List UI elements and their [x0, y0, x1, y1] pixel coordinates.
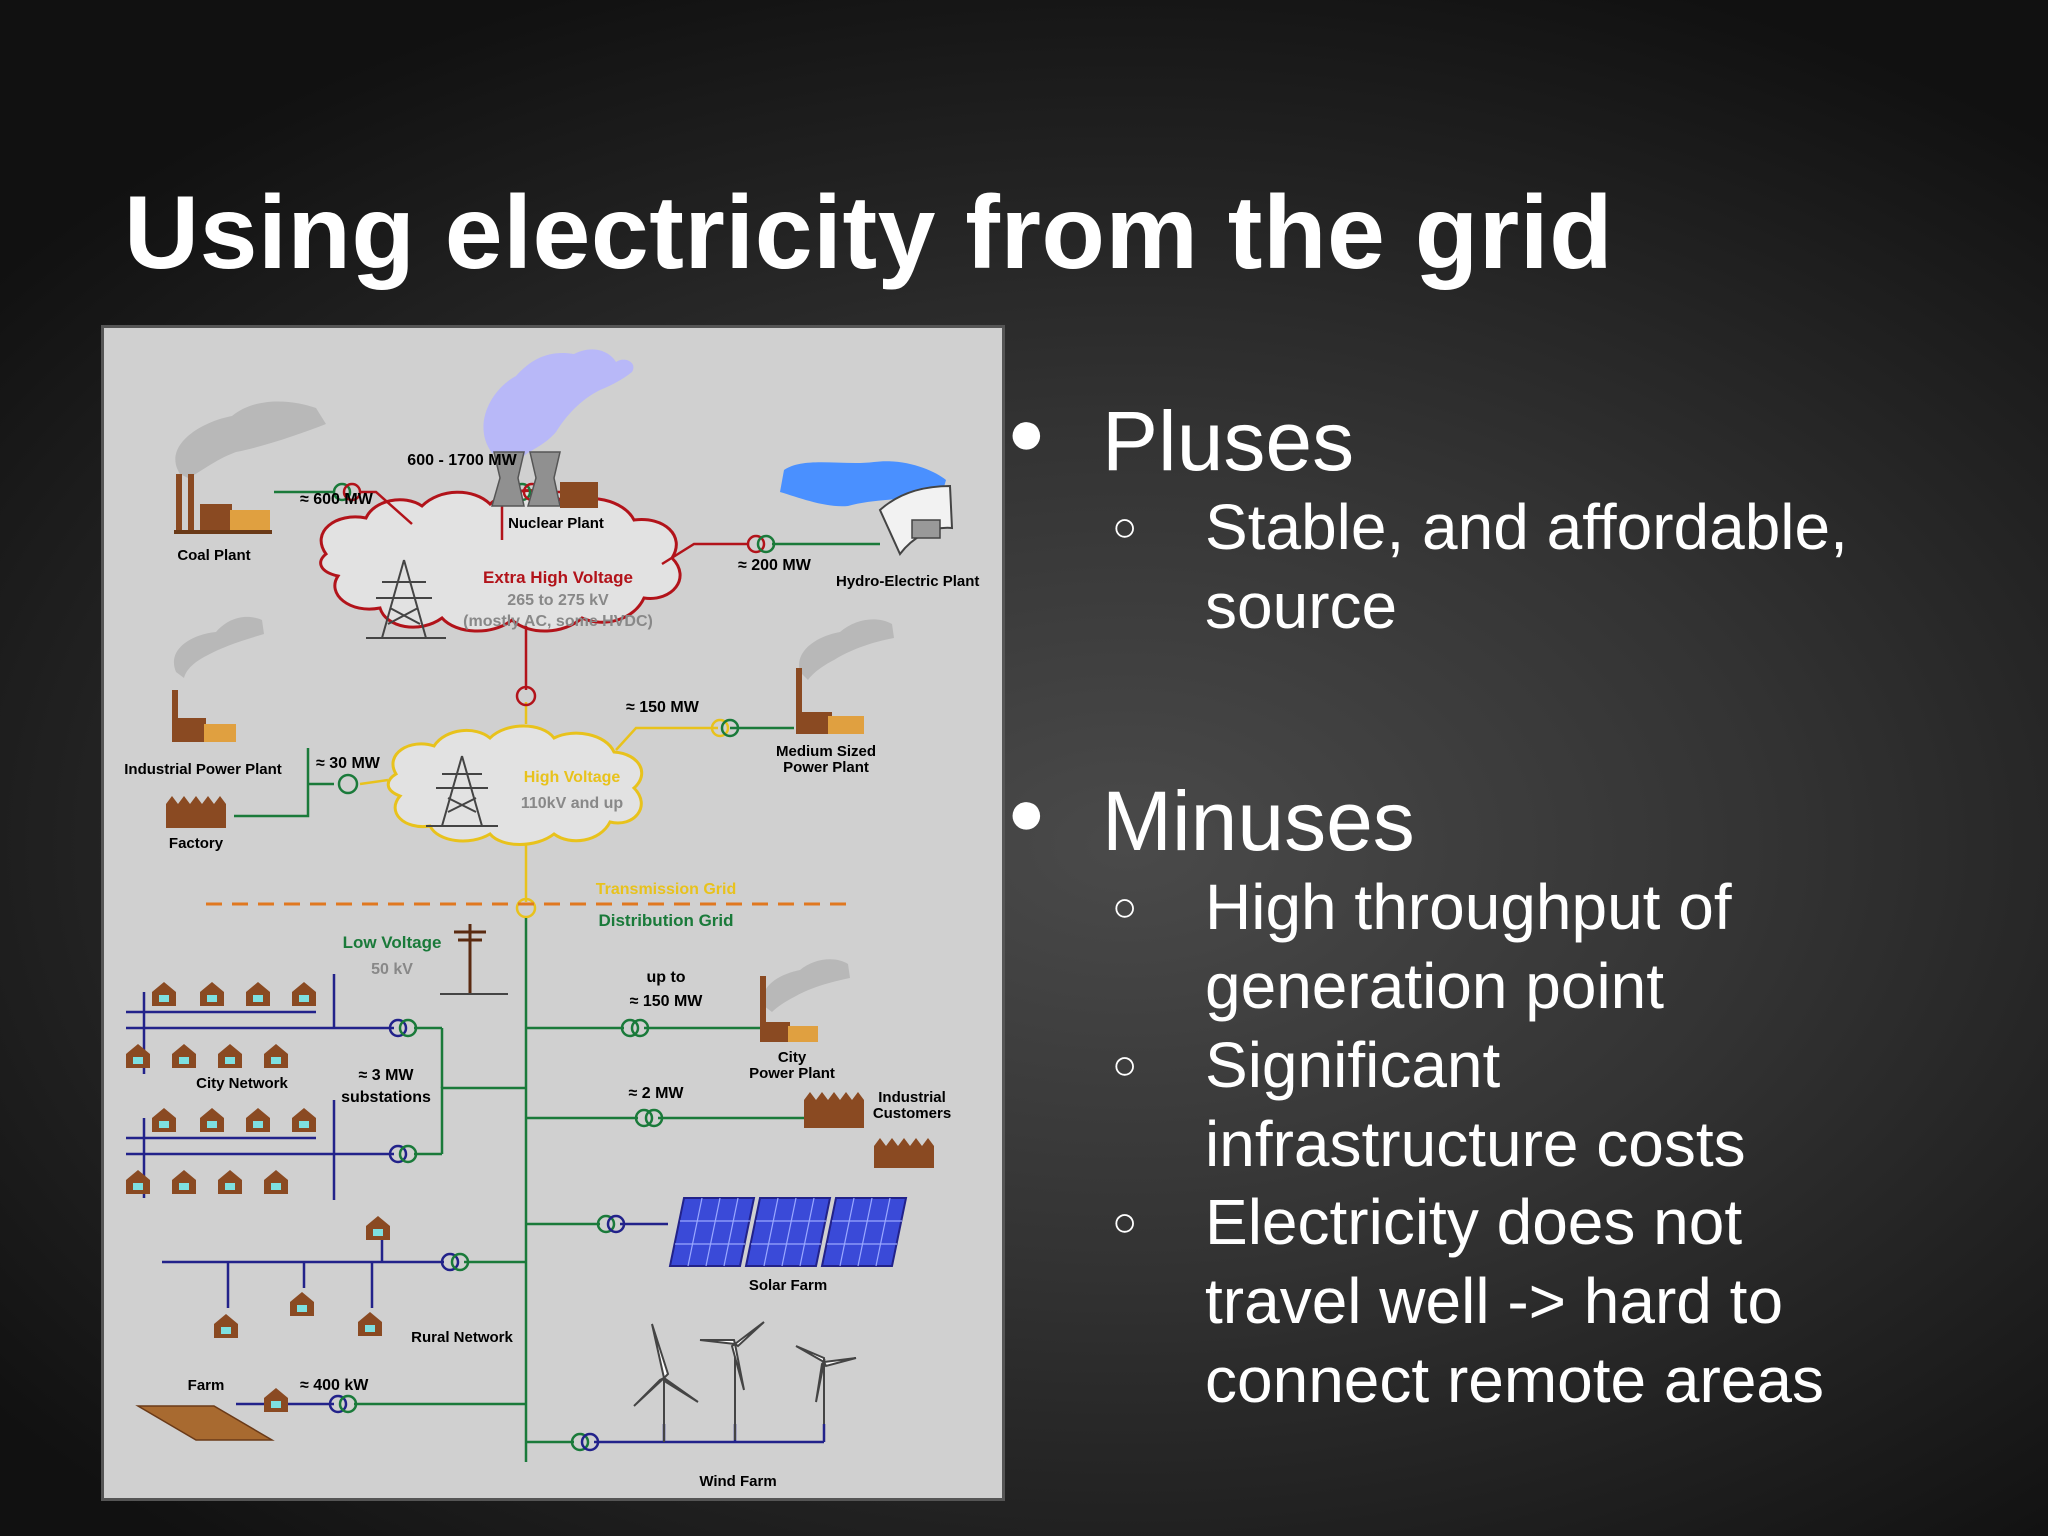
coal-smoke: [175, 401, 326, 478]
rural-network-label: Rural Network: [411, 1329, 513, 1346]
industrial-plant-label: Industrial Power Plant: [124, 761, 282, 778]
industrial-mw: ≈ 30 MW: [316, 755, 381, 772]
medium-smoke: [799, 619, 894, 680]
bullet-dot-icon: ●: [1007, 776, 1046, 848]
wind-farm-label: Wind Farm: [699, 1473, 776, 1490]
hv-title: High Voltage: [524, 769, 621, 786]
city-mw-upto: up to: [646, 969, 685, 986]
nuclear-plant-label: Nuclear Plant: [508, 515, 604, 532]
coal-plant-icon: [174, 474, 272, 534]
minuses-item-line: Significant: [1205, 1029, 1501, 1101]
minuses-item-line: Electricity does not: [1205, 1186, 1743, 1258]
hv-range: 110kV and up: [521, 795, 623, 812]
medium-plant-label-1: Medium Sized: [776, 743, 876, 760]
pluses-item-line: source: [1205, 570, 1398, 642]
farm-label: Farm: [188, 1377, 225, 1394]
coal-mw: ≈ 600 MW: [300, 491, 374, 508]
lv-title: Low Voltage: [343, 933, 442, 952]
industrial-customers-label-1: Industrial: [878, 1089, 946, 1106]
industrial-customers-mw: ≈ 2 MW: [629, 1085, 685, 1102]
city-plant-label-2: Power Plant: [749, 1065, 835, 1082]
pluses-item-line: Stable, and affordable,: [1205, 491, 1848, 563]
minuses-item-line: generation point: [1205, 950, 1665, 1022]
sub-bullet-circle-icon: ○: [1112, 1041, 1138, 1088]
industrial-plant-icon: [172, 690, 236, 742]
city-plant-icon: [760, 976, 818, 1042]
nuclear-mw: 600 - 1700 MW: [407, 452, 517, 469]
medium-plant-label-2: Power Plant: [783, 759, 869, 776]
lv-range: 50 kV: [371, 961, 413, 978]
transmission-grid-label: Transmission Grid: [596, 881, 736, 898]
factory-icon: [166, 796, 226, 828]
ehv-note: (mostly AC, some HVDC): [463, 613, 653, 630]
solar-panels-icon: [668, 1197, 908, 1267]
minuses-item-line: High throughput of: [1205, 871, 1732, 943]
slide-title: Using electricity from the grid: [124, 175, 1614, 291]
city-network-label: City Network: [196, 1075, 288, 1092]
minuses-item-line: infrastructure costs: [1205, 1108, 1746, 1180]
nuclear-plant-icon: [491, 451, 598, 508]
minuses-item-line: travel well -> hard to: [1205, 1265, 1784, 1337]
coal-plant-label: Coal Plant: [177, 547, 250, 564]
medium-mw: ≈ 150 MW: [626, 699, 700, 716]
minuses-item-line: connect remote areas: [1205, 1344, 1824, 1416]
hv-cloud: High Voltage 110kV and up: [386, 724, 644, 846]
industrial-customers-label-2: Customers: [873, 1105, 951, 1122]
substations-label: substations: [341, 1089, 431, 1106]
city-plant-label-1: City: [778, 1049, 807, 1066]
ehv-pylon-icon: [366, 559, 446, 639]
utility-pole-icon: [440, 924, 508, 995]
distribution-grid-label: Distribution Grid: [598, 911, 733, 930]
solar-farm-label: Solar Farm: [749, 1277, 827, 1294]
city-houses: [126, 982, 390, 1412]
bullet-dot-icon: ●: [1007, 396, 1046, 468]
factory-label: Factory: [169, 835, 224, 852]
farm-kw: ≈ 400 kW: [300, 1377, 369, 1394]
ehv-title: Extra High Voltage: [483, 568, 633, 587]
city-smoke: [762, 959, 850, 1012]
city-mw: ≈ 150 MW: [630, 993, 704, 1010]
ehv-range: 265 to 275 kV: [507, 592, 609, 609]
hydro-plant-label: Hydro-Electric Plant: [836, 573, 979, 590]
pluses-heading: Pluses: [1102, 394, 1355, 488]
ehv-cloud: Extra High Voltage 265 to 275 kV (mostly…: [319, 489, 682, 633]
minuses-heading: Minuses: [1102, 774, 1415, 868]
industrial-customers-icon: [804, 1092, 934, 1168]
hydro-plant-icon: [780, 461, 954, 556]
medium-plant-icon: [796, 668, 864, 734]
sub-bullet-circle-icon: ○: [1112, 1198, 1138, 1245]
wind-turbines-icon: [633, 1321, 857, 1442]
sub-bullet-circle-icon: ○: [1112, 883, 1138, 930]
industrial-smoke: [173, 616, 264, 678]
nuclear-steam: [483, 349, 634, 456]
hydro-mw: ≈ 200 MW: [738, 557, 812, 574]
sub-bullet-circle-icon: ○: [1112, 503, 1138, 550]
farm-field-icon: [135, 1405, 275, 1441]
substations-mw: ≈ 3 MW: [359, 1067, 415, 1084]
hv-pylon-icon: [426, 755, 498, 827]
power-grid-diagram: Extra High Voltage 265 to 275 kV (mostly…: [101, 325, 1005, 1501]
